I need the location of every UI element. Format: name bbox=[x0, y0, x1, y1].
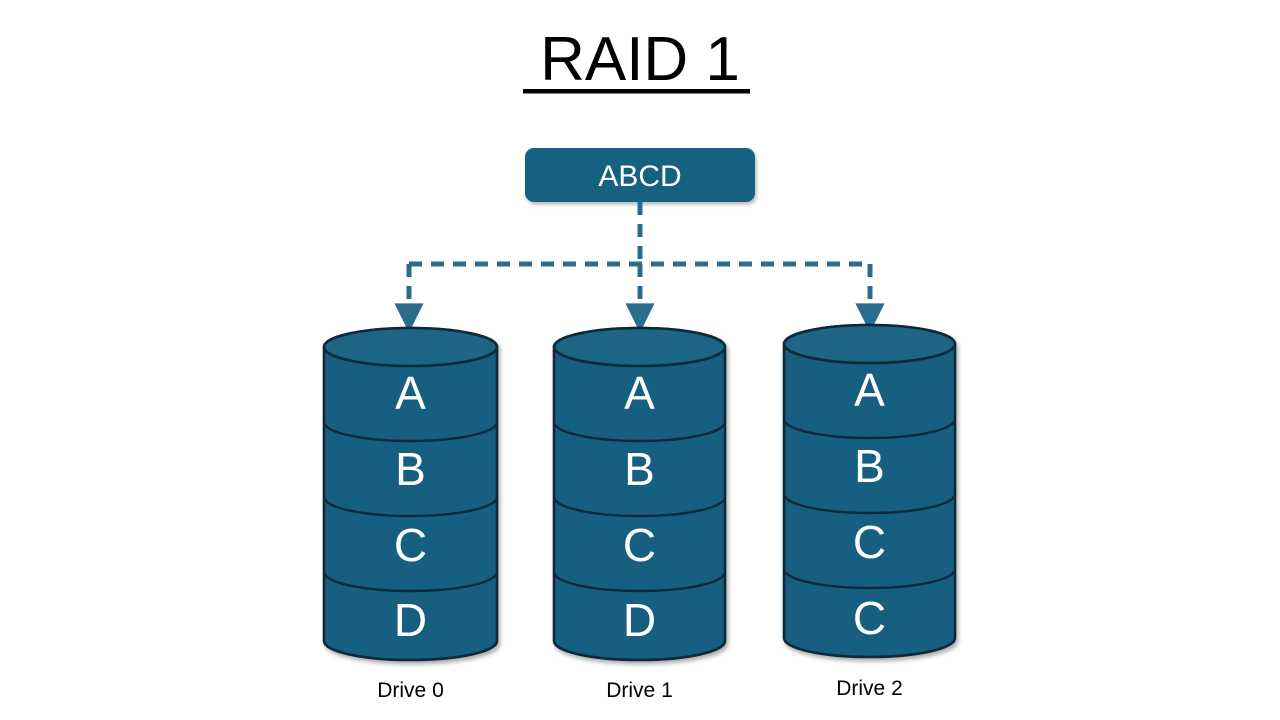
drive-0-divider-1 bbox=[322, 421, 499, 443]
drive-2-top-ellipse bbox=[782, 323, 957, 365]
drive-1-divider-1 bbox=[552, 421, 727, 443]
drive-0-block-3: D bbox=[394, 594, 427, 646]
drive-1-block-1: B bbox=[624, 443, 655, 495]
drive-0-group[interactable]: A B C D Drive 0 bbox=[322, 326, 499, 702]
drive-1-top-ellipse bbox=[552, 326, 727, 368]
drive-0-block-0: A bbox=[395, 367, 426, 419]
drive-0-top-ellipse bbox=[322, 326, 499, 368]
drive-2-body[interactable] bbox=[782, 323, 957, 659]
connector-group bbox=[394, 202, 885, 333]
drive-2-caption: Drive 2 bbox=[836, 677, 903, 700]
drive-1-body[interactable] bbox=[552, 326, 727, 662]
drive-1-block-0: A bbox=[624, 367, 655, 419]
drive-1-block-2: C bbox=[623, 519, 656, 571]
drive-1-block-3: D bbox=[623, 594, 656, 646]
drive-1-caption: Drive 1 bbox=[606, 679, 673, 702]
drive-0-caption: Drive 0 bbox=[377, 679, 444, 702]
drive-0-divider-3 bbox=[322, 571, 499, 593]
drive-2-block-2: C bbox=[853, 516, 886, 568]
drive-0-block-2: C bbox=[394, 519, 427, 571]
drive-0-block-1: B bbox=[395, 443, 426, 495]
drive-1-divider-3 bbox=[552, 571, 727, 593]
source-block-label: ABCD bbox=[598, 160, 681, 193]
drive-2-divider-2 bbox=[782, 493, 957, 515]
source-block-rect[interactable] bbox=[525, 148, 755, 202]
drive-2-block-0: A bbox=[854, 364, 885, 416]
page-title-underline bbox=[523, 89, 750, 94]
drive-0-body[interactable] bbox=[322, 326, 499, 662]
page-title: RAID 1 bbox=[540, 25, 740, 94]
drive-0-divider-2 bbox=[322, 496, 499, 518]
source-block-group[interactable]: ABCD bbox=[525, 148, 755, 202]
drive-1-divider-2 bbox=[552, 496, 727, 518]
drive-2-group[interactable]: A B C C Drive 2 bbox=[782, 323, 957, 700]
drive-1-group[interactable]: A B C D Drive 1 bbox=[552, 326, 727, 702]
drive-2-block-1: B bbox=[854, 440, 885, 492]
drive-2-divider-3 bbox=[782, 568, 957, 590]
drive-2-divider-1 bbox=[782, 418, 957, 440]
drive-2-block-3: C bbox=[853, 592, 886, 644]
page-title-group: RAID 1 bbox=[523, 25, 750, 94]
